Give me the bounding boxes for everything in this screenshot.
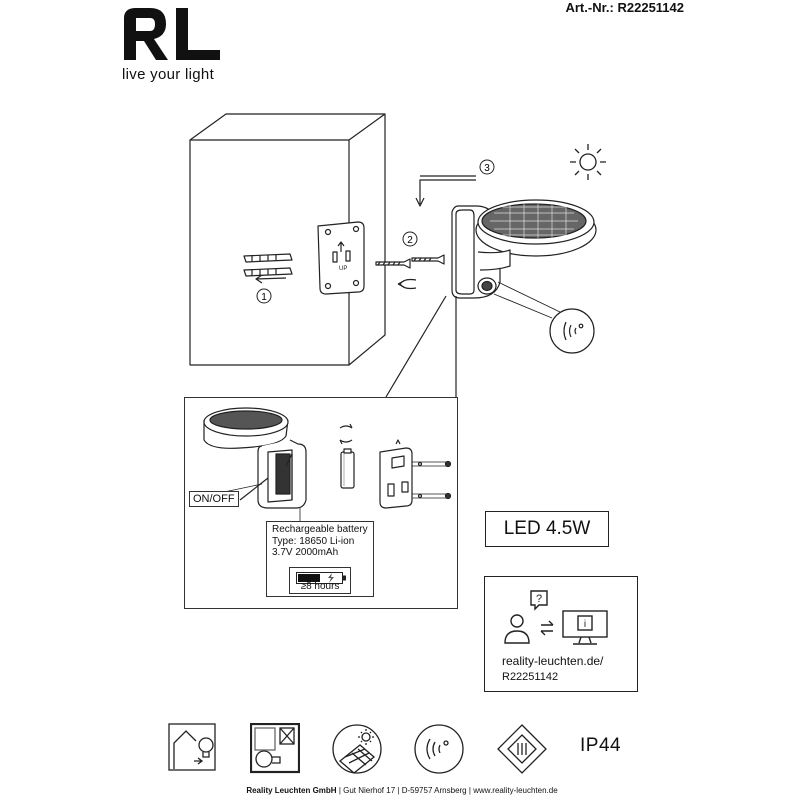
rl-logo-mark: RL [124,8,220,60]
footer-sep: | [397,786,400,795]
brand-tagline: live your light [122,66,215,83]
product-info-box: ? i reality-leuchten.de/ R22251142 [484,576,638,692]
installation-diagram: UP [189,113,606,522]
footer-sep: | [338,786,341,795]
footer-address: Gut Nierhof 17 [343,786,396,795]
svg-text:i: i [584,619,586,630]
support-person-icon: ? i [504,590,608,645]
lamp-main [451,199,597,354]
inset-lamp [203,407,307,509]
footer: Reality Leuchten GmbH | Gut Nierhof 17 |… [0,786,804,795]
brand-logo: RL live your light [120,4,230,83]
not-dimmable-icon [250,723,300,774]
footer-sep: | [468,786,471,795]
on-off-label: ON/OFF [189,491,239,507]
led-power-box: LED 4.5W [485,511,609,547]
wall-block [189,113,386,366]
info-url: reality-leuchten.de/ [502,654,604,668]
step-1-label: 1 [261,292,267,303]
indoor-outdoor-icon [168,723,216,771]
svg-text:UP: UP [339,266,347,272]
footer-city: D-59757 Arnsberg [401,786,467,795]
info-article: R22251142 [502,671,559,683]
svg-text:?: ? [536,593,542,605]
motion-sensor-icon [414,724,464,774]
wall-plug-left [243,253,293,277]
solar-panel-icon [332,724,382,774]
inset-mounting-plate [379,439,452,509]
footer-company: Reality Leuchten GmbH [246,786,337,795]
step-2-label: 2 [407,235,413,246]
screws [375,254,445,269]
footer-web: www.reality-leuchten.de [473,786,558,795]
battery-charge-icon [296,572,346,584]
battery-charge-box: ≥8 hours [289,567,351,594]
detail-inset: ON/OFF Rechargeable battery Type: 18650 … [184,397,458,609]
battery-type: Type: 18650 Li-ion [272,535,355,547]
battery-hours: ≥8 hours [300,580,340,592]
sun-icon [570,144,606,180]
battery-title: Rechargeable battery [272,524,368,535]
step-3-label: 3 [484,163,490,174]
feature-icons-row: IP44 [162,723,642,779]
article-number: Art.-Nr.: R22251142 [565,0,684,15]
protection-class-3-icon [497,724,547,774]
ip-rating-label: IP44 [580,735,622,756]
battery-info-box: Rechargeable battery Type: 18650 Li-ion … [266,521,374,597]
battery-spec: 3.7V 2000mAh [272,547,339,558]
battery-18650 [339,423,355,489]
mounting-plate [317,221,365,295]
